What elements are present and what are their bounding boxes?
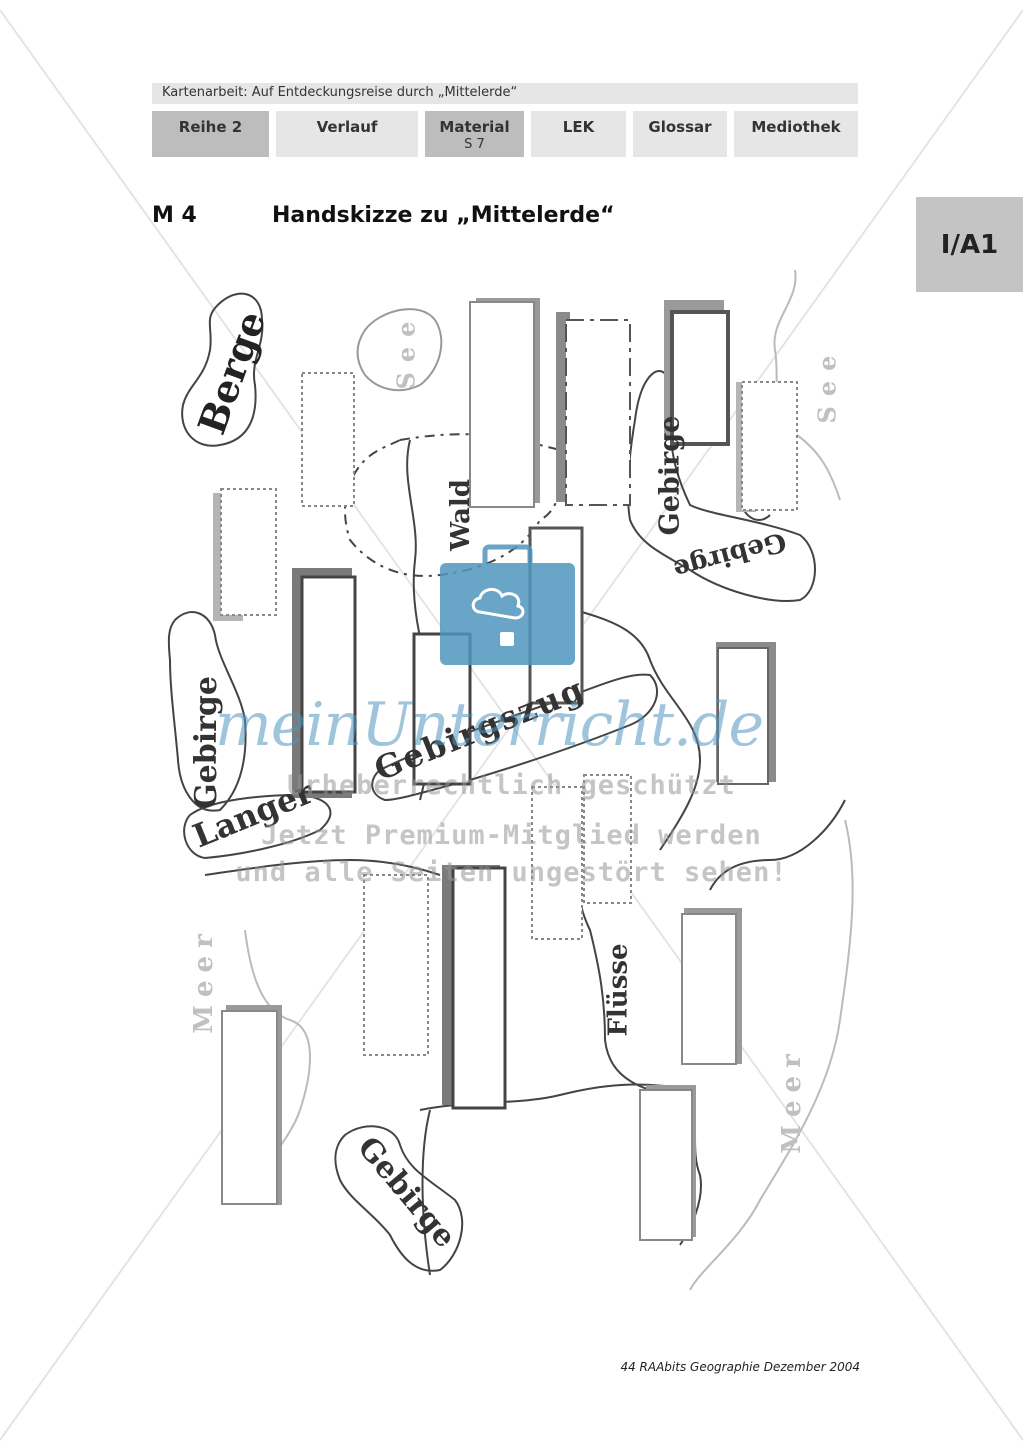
blank-box (681, 913, 737, 1065)
tab-material-page: S 7 (464, 137, 485, 152)
blank-box (363, 874, 429, 1056)
river-2 (574, 609, 701, 851)
blank-box (583, 774, 632, 904)
blank-box (301, 372, 355, 507)
label-meer-right: Meer (776, 1046, 807, 1154)
watermark-logo: meinUnterricht.de (215, 690, 764, 760)
gebirge-left-outline (167, 611, 247, 812)
tab-mediothek-label: Mediothek (751, 118, 841, 136)
gebirgszug-outline (371, 673, 659, 801)
label-see-right: See (812, 345, 842, 424)
material-number: M 4 (152, 203, 197, 228)
tab-material[interactable]: Material S 7 (425, 111, 524, 157)
see-top-outline (356, 308, 443, 392)
blank-box (639, 1089, 693, 1241)
tab-mediothek[interactable]: Mediothek (734, 111, 858, 157)
label-see-top: See (391, 311, 421, 390)
tab-material-label: Material (439, 118, 510, 136)
side-tab-label: I/A1 (940, 229, 999, 260)
page-title: Handskizze zu „Mittelerde“ (272, 203, 615, 228)
tab-reihe[interactable]: Reihe 2 (152, 111, 269, 157)
label-wald: Wald (445, 479, 476, 551)
coast-right (709, 799, 846, 891)
berge-outline (181, 292, 264, 447)
tab-verlauf[interactable]: Verlauf (276, 111, 418, 157)
blank-box (220, 488, 277, 616)
gebirge-bottom-outline (334, 1125, 464, 1272)
tab-reihe-label: Reihe 2 (178, 118, 243, 136)
blank-box (221, 1010, 278, 1205)
diagonal-line-2 (0, 9, 1023, 1441)
label-meer-left: Meer (188, 926, 219, 1034)
tab-glossar[interactable]: Glossar (633, 111, 727, 157)
blank-box (741, 381, 798, 511)
langer-outline (183, 794, 332, 859)
breadcrumb-text: Kartenarbeit: Auf Entdeckungsreise durch… (162, 85, 518, 100)
tab-glossar-label: Glossar (648, 118, 712, 136)
watermark-line-1: Urheberrechtlich geschützt (287, 770, 736, 801)
tab-lek[interactable]: LEK (531, 111, 626, 157)
blank-box (717, 647, 769, 785)
blank-box (300, 575, 357, 794)
blank-box (451, 866, 507, 1110)
river-5 (421, 1109, 431, 1276)
blank-box (531, 786, 583, 940)
watermark-line-3: und alle Seiten ungestört sehen! (235, 857, 788, 888)
coast-right-lower (689, 819, 854, 1291)
side-tab: I/A1 (916, 197, 1023, 292)
watermark-line-2: Jetzt Premium-Mitglied werden (261, 820, 762, 851)
label-gebirge-right-vertical: Gebirge (654, 415, 686, 536)
tab-lek-label: LEK (562, 118, 595, 136)
briefcase-icon (440, 544, 575, 665)
blank-box (469, 301, 535, 508)
blank-box (670, 310, 730, 446)
footer-citation: 44 RAAbits Geographie Dezember 2004 (620, 1360, 860, 1374)
tab-verlauf-label: Verlauf (316, 118, 378, 136)
river-6 (204, 859, 441, 876)
blank-box (565, 319, 631, 506)
label-fluesse: Flüsse (603, 943, 634, 1037)
breadcrumb: Kartenarbeit: Auf Entdeckungsreise durch… (152, 83, 858, 104)
